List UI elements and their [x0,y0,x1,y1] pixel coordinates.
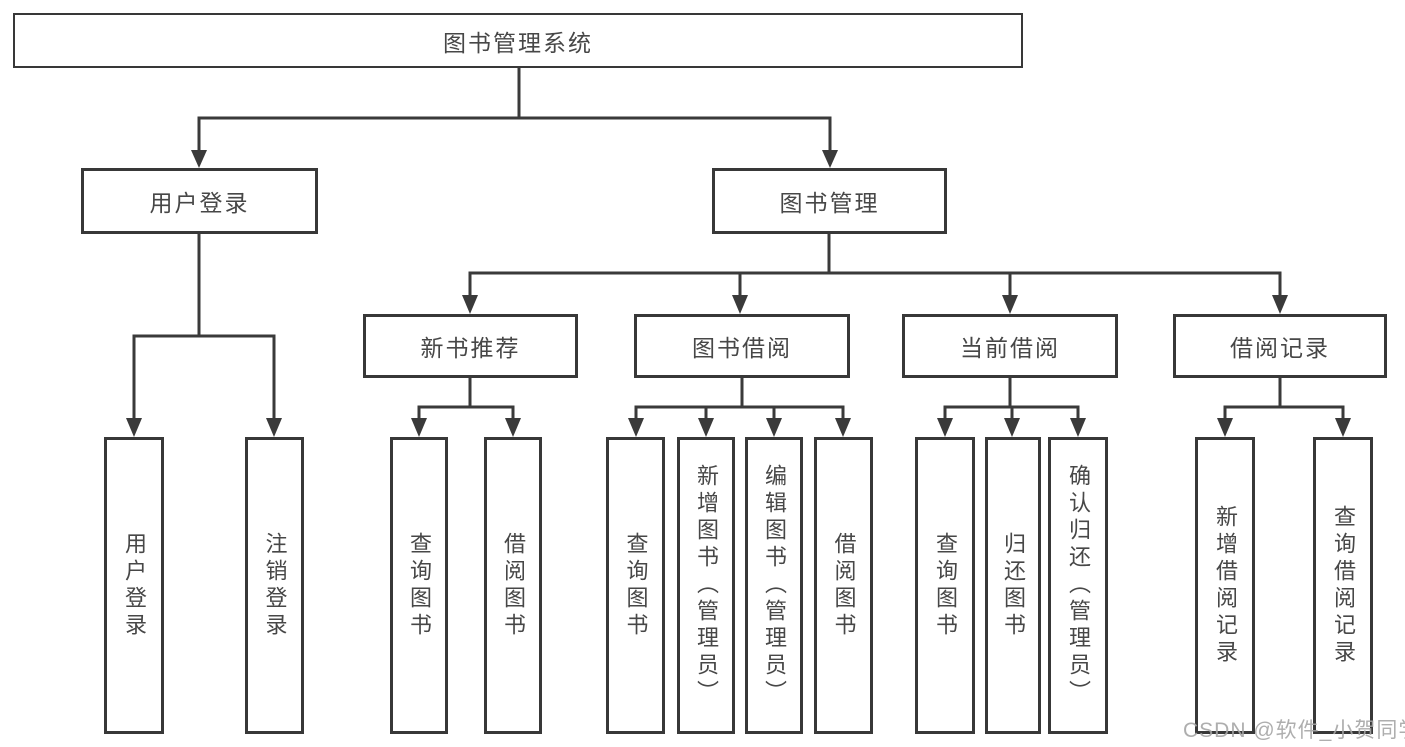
leaf-label: 查询图书 [933,531,958,640]
node-borrowing-records: 借阅记录 [1173,314,1387,378]
leaf-label: 查询图书 [407,531,432,640]
leaf-edit-books-admin: 编辑图书（管理员） [745,437,803,734]
node-label: 新书推荐 [420,335,521,361]
leaf-label: 新增图书（管理员） [694,464,719,707]
leaf-label: 借阅图书 [831,531,857,640]
leaf-query-books-current: 查询图书 [915,437,975,734]
leaf-label: 编辑图书（管理员） [762,464,787,707]
leaf-label: 借阅图书 [501,531,526,640]
leaf-query-books-recommend: 查询图书 [390,437,448,734]
node-book-borrowing: 图书借阅 [634,314,850,378]
node-label: 借阅记录 [1230,335,1330,361]
leaf-confirm-return-admin: 确认归还（管理员） [1048,437,1108,734]
leaf-add-borrow-record: 新增借阅记录 [1195,437,1255,734]
node-label: 用户登录 [149,190,250,216]
leaf-borrow-books-recommend: 借阅图书 [484,437,542,734]
node-library-management-system: 图书管理系统 [13,13,1023,68]
leaf-label: 新增借阅记录 [1213,504,1238,667]
node-current-borrowing: 当前借阅 [902,314,1118,378]
node-new-book-recommendation: 新书推荐 [363,314,578,378]
node-label: 当前借阅 [960,335,1060,361]
node-label: 图书借阅 [692,335,792,361]
leaf-label: 查询借阅记录 [1331,504,1356,667]
leaf-query-books-borrow: 查询图书 [606,437,665,734]
node-user-login: 用户登录 [81,168,318,234]
leaf-label: 用户登录 [122,531,147,640]
leaf-user-login: 用户登录 [104,437,164,734]
csdn-watermark: CSDN @软件_小贺同学 [1183,719,1405,742]
leaf-return-books: 归还图书 [985,437,1041,734]
leaf-logout: 注销登录 [245,437,304,734]
node-label: 图书管理 [779,190,880,216]
leaf-label: 归还图书 [1001,531,1026,640]
leaf-label: 确认归还（管理员） [1066,464,1091,707]
leaf-borrow-books: 借阅图书 [814,437,873,734]
leaf-add-books-admin: 新增图书（管理员） [677,437,735,734]
leaf-label: 注销登录 [262,531,288,640]
node-label: 图书管理系统 [443,29,593,56]
node-book-management: 图书管理 [712,168,947,234]
leaf-label: 查询图书 [623,531,649,640]
leaf-query-borrow-record: 查询借阅记录 [1313,437,1373,734]
